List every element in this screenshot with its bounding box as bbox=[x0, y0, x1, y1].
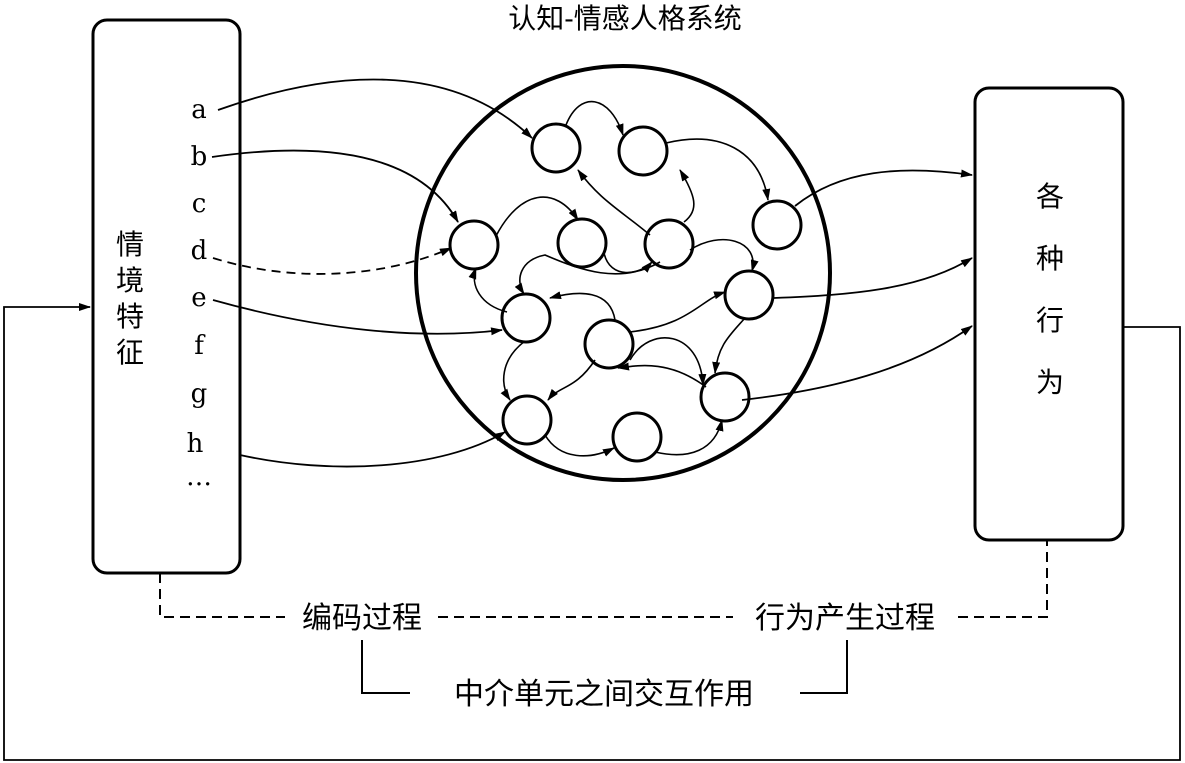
behaviors-box bbox=[973, 86, 1125, 542]
right-label-char-1: 各 bbox=[1036, 180, 1064, 213]
diagram-title: 认知-情感人格系统 bbox=[508, 2, 741, 35]
output-arrows bbox=[741, 169, 973, 401]
input-arrow-a bbox=[217, 78, 533, 139]
left-label-char-1: 情 bbox=[116, 228, 144, 261]
unit-node bbox=[501, 394, 553, 446]
feature-b: b bbox=[191, 142, 208, 172]
link bbox=[712, 317, 746, 374]
situation-features-box bbox=[91, 18, 242, 575]
unit-node bbox=[751, 199, 803, 251]
right-label-char-2: 种 bbox=[1036, 242, 1064, 275]
link bbox=[665, 138, 771, 201]
interaction-bracket bbox=[361, 640, 848, 694]
input-arrow-d bbox=[212, 247, 452, 275]
link bbox=[544, 434, 615, 457]
process-connectors bbox=[159, 540, 1048, 618]
input-arrow-b bbox=[211, 149, 459, 223]
unit-node bbox=[448, 219, 500, 271]
link bbox=[603, 252, 653, 274]
link bbox=[495, 196, 579, 237]
link bbox=[629, 337, 707, 386]
unit-node bbox=[617, 125, 669, 177]
link bbox=[629, 291, 726, 333]
link bbox=[549, 291, 616, 321]
mediating-units bbox=[448, 122, 803, 463]
feature-g: g bbox=[191, 379, 208, 409]
feedback-loop bbox=[3, 303, 1181, 761]
feature-e: e bbox=[191, 283, 206, 313]
unit-node bbox=[699, 371, 751, 423]
link bbox=[500, 340, 526, 401]
unit-node bbox=[643, 218, 695, 270]
behavior-connector-right bbox=[958, 540, 1048, 618]
input-arrows bbox=[211, 78, 533, 468]
output-arrow-3 bbox=[741, 325, 973, 401]
link bbox=[617, 362, 707, 388]
unit-node bbox=[611, 411, 663, 463]
behaviors-label: 各 种 行 为 bbox=[1036, 180, 1064, 399]
output-arrow-1 bbox=[794, 169, 973, 207]
feature-h: h bbox=[187, 429, 204, 459]
feature-list: a b c d e f g h … bbox=[186, 95, 212, 492]
behavior-generation-label: 行为产生过程 bbox=[755, 601, 935, 636]
feature-d: d bbox=[191, 236, 208, 266]
unit-node bbox=[500, 292, 552, 344]
situation-features-label: 情 境 特 征 bbox=[116, 228, 144, 369]
encoding-connector-left bbox=[159, 573, 285, 618]
mediating-interaction-label: 中介单元之间交互作用 bbox=[454, 677, 754, 712]
right-label-char-4: 为 bbox=[1036, 366, 1064, 399]
input-arrow-h bbox=[239, 431, 506, 468]
input-arrow-e bbox=[212, 299, 503, 336]
link bbox=[514, 254, 661, 295]
link bbox=[654, 419, 724, 456]
encoding-process-label: 编码过程 bbox=[302, 601, 422, 636]
right-label-char-3: 行 bbox=[1036, 304, 1064, 337]
unit-node bbox=[723, 269, 775, 321]
unit-node bbox=[530, 122, 582, 174]
link bbox=[468, 267, 508, 313]
left-label-char-3: 特 bbox=[116, 300, 144, 333]
output-arrow-2 bbox=[773, 257, 973, 299]
feature-f: f bbox=[194, 331, 206, 361]
feature-ellipsis: … bbox=[186, 462, 212, 492]
feature-c: c bbox=[192, 189, 207, 219]
link bbox=[679, 169, 695, 223]
link bbox=[689, 238, 759, 272]
unit-node bbox=[583, 318, 635, 370]
left-label-char-2: 境 bbox=[116, 264, 144, 297]
feature-a: a bbox=[191, 95, 207, 125]
link bbox=[577, 169, 651, 236]
unit-interconnections bbox=[468, 100, 771, 457]
link bbox=[565, 100, 624, 136]
left-label-char-4: 征 bbox=[116, 336, 144, 369]
unit-node bbox=[556, 217, 608, 269]
cognitive-affective-system-circle bbox=[414, 64, 832, 482]
link bbox=[547, 359, 596, 401]
